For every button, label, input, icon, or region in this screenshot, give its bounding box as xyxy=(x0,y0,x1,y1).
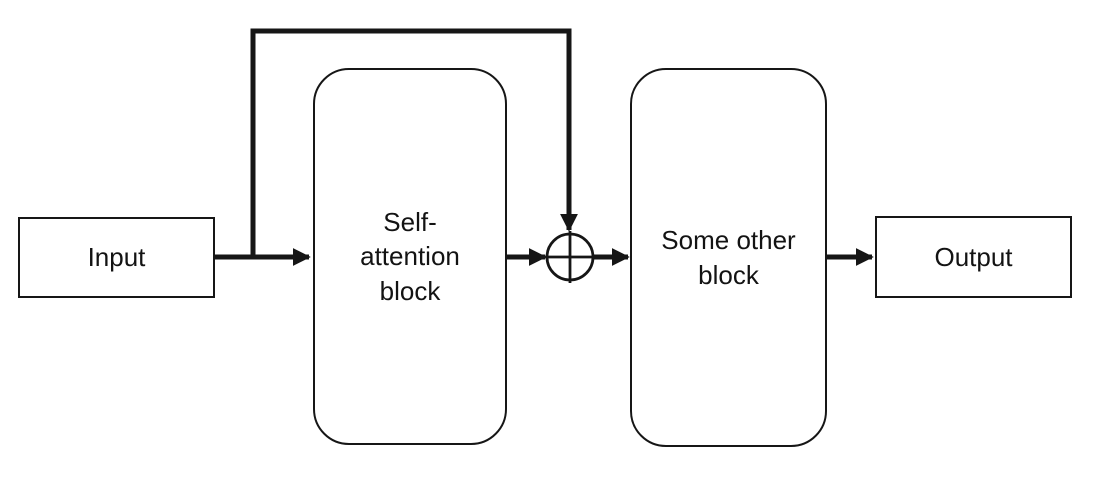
node-input: Input xyxy=(18,217,215,298)
node-some-other-block: Some other block xyxy=(630,68,827,447)
node-output-label: Output xyxy=(934,241,1013,272)
edge-skip-connection-arrow xyxy=(250,28,578,256)
add-operator-icon xyxy=(544,231,596,283)
node-output: Output xyxy=(875,216,1072,298)
node-input-label: Input xyxy=(87,242,146,273)
node-some-other-label: Some other block xyxy=(661,225,796,290)
node-self-attention-block: Self- attention block xyxy=(313,68,507,445)
node-self-attention-label: Self- attention block xyxy=(360,207,460,306)
